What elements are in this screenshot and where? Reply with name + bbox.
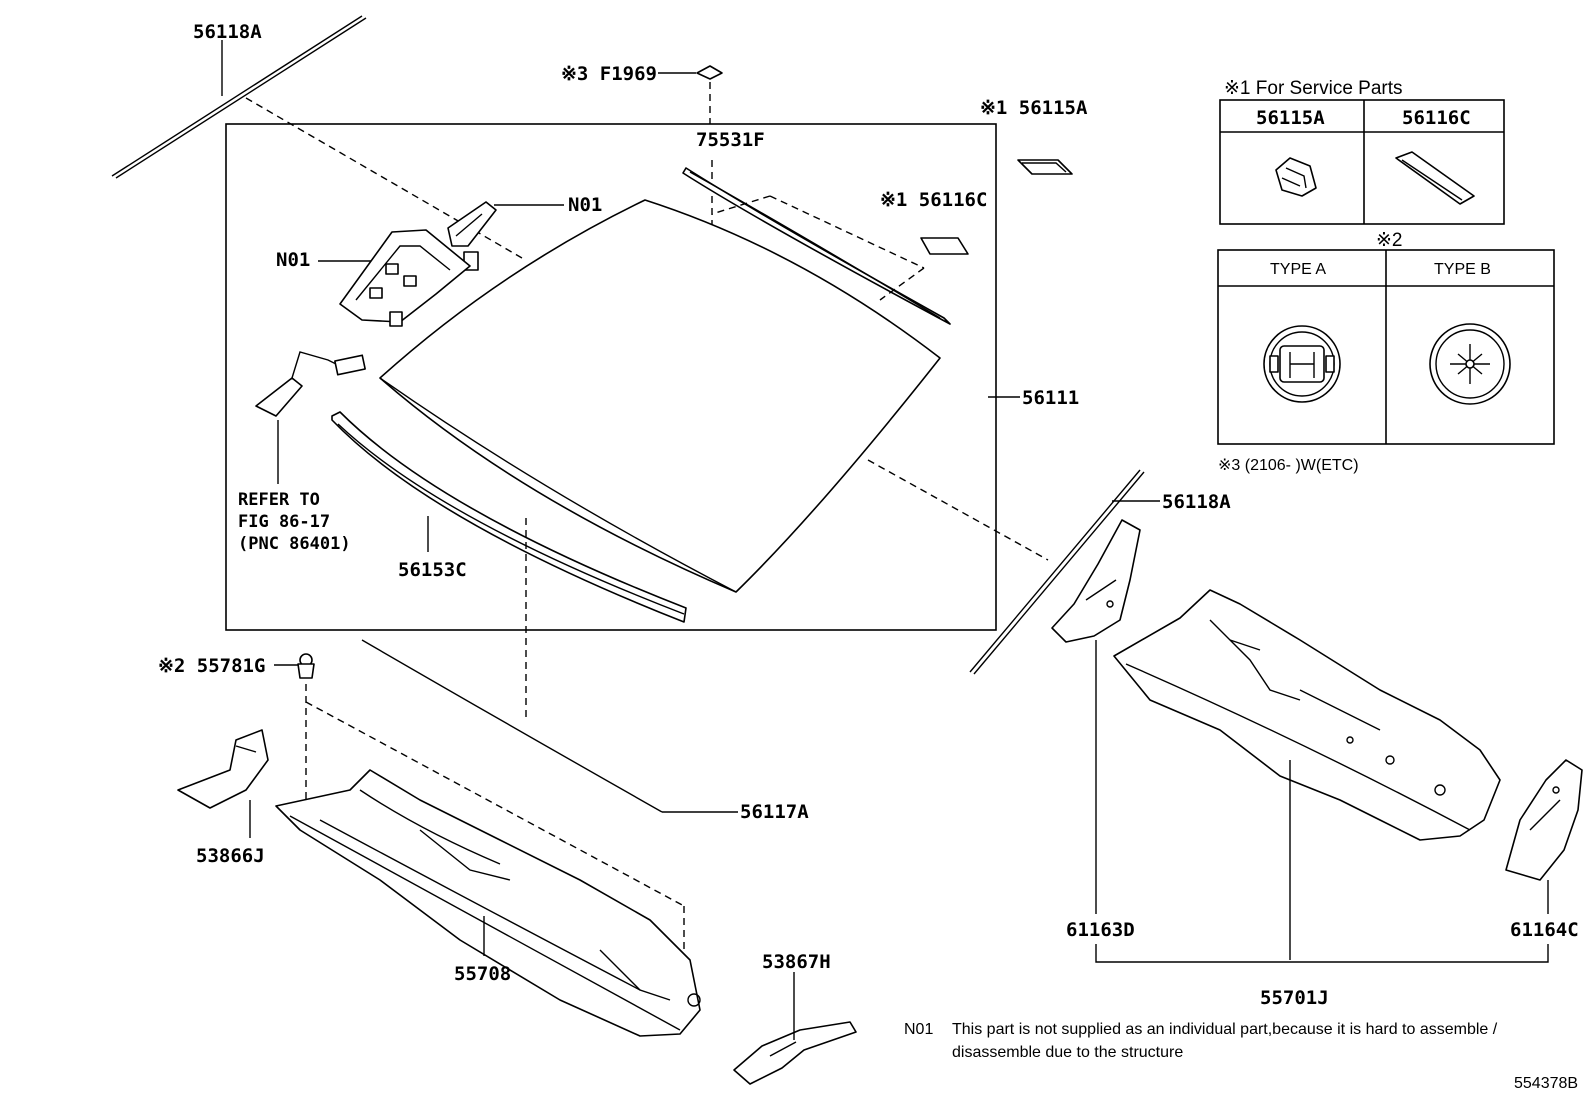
sensor-bracket-86401[interactable] — [255, 351, 366, 417]
clip-type-b-icon — [1429, 323, 1511, 405]
label-61164C: 61164C — [1510, 919, 1579, 941]
label-56118A-top: 56118A — [193, 21, 262, 43]
clip-55781G[interactable] — [297, 653, 315, 679]
label-F1969: ※3 F1969 — [561, 63, 657, 85]
molding-56118A-top[interactable] — [111, 15, 367, 179]
label-N01-left: N01 — [276, 249, 310, 271]
bracket-53867H[interactable] — [733, 1021, 857, 1085]
label-refer-3: (PNC 86401) — [238, 534, 351, 554]
label-56115A: ※1 56115A — [980, 97, 1088, 119]
label-61163D: 61163D — [1066, 919, 1135, 941]
sticker-F1969[interactable] — [696, 65, 723, 80]
label-56111: 56111 — [1022, 387, 1079, 409]
pad-56116C[interactable] — [920, 237, 969, 255]
types-heading: ※2 — [1376, 230, 1403, 251]
service-pad-56116C-icon — [1395, 151, 1475, 205]
molding-56153C[interactable] — [331, 411, 687, 623]
service-parts-col1: 56115A — [1256, 107, 1325, 129]
label-55701J: 55701J — [1260, 987, 1329, 1009]
bracket-61163D[interactable] — [1051, 519, 1141, 643]
label-53866J: 53866J — [196, 845, 265, 867]
service-parts-col2: 56116C — [1402, 107, 1471, 129]
clip-type-a-icon — [1263, 325, 1341, 403]
label-56117A: 56117A — [740, 801, 809, 823]
label-refer-1: REFER TO — [238, 490, 320, 510]
molding-56118A-right[interactable] — [969, 469, 1145, 675]
windshield-group-frame — [225, 123, 997, 631]
bracket-N01-large[interactable] — [339, 229, 471, 327]
dash-panel-55701J[interactable] — [1113, 589, 1501, 841]
footnote-n01-line1: This part is not supplied as an individu… — [952, 1021, 1498, 1038]
bracket-N01-small[interactable] — [447, 201, 497, 271]
label-55708: 55708 — [454, 963, 511, 985]
footnote-3: ※3 (2106- )W(ETC) — [1218, 457, 1359, 474]
label-75531F: 75531F — [696, 129, 765, 151]
label-N01-right: N01 — [568, 194, 602, 216]
service-parts-heading: ※1 For Service Parts — [1224, 78, 1403, 99]
moulding-75531F[interactable] — [682, 167, 951, 325]
cowl-panel-55708[interactable] — [275, 769, 701, 1037]
label-56118A-right: 56118A — [1162, 491, 1231, 513]
types-table — [1217, 249, 1555, 445]
type-b-label: TYPE B — [1434, 261, 1491, 278]
label-56153C: 56153C — [398, 559, 467, 581]
footnote-n01-line2: disassemble due to the structure — [952, 1044, 1183, 1061]
service-clip-56115A-icon — [1275, 157, 1317, 197]
label-refer-2: FIG 86-17 — [238, 512, 330, 532]
label-55781G: ※2 55781G — [158, 655, 265, 677]
service-parts-table — [1219, 99, 1505, 225]
windshield-glass-56111[interactable] — [379, 199, 941, 593]
diagram-id: 554378B — [1514, 1075, 1578, 1092]
bracket-61164C[interactable] — [1505, 759, 1583, 881]
bracket-53866J[interactable] — [177, 729, 269, 809]
label-53867H: 53867H — [762, 951, 831, 973]
label-56116C: ※1 56116C — [880, 189, 987, 211]
seal-56117A[interactable] — [361, 639, 663, 813]
clip-56115A[interactable] — [1017, 159, 1073, 175]
type-a-label: TYPE A — [1270, 261, 1326, 278]
footnote-n01-code: N01 — [904, 1021, 933, 1038]
